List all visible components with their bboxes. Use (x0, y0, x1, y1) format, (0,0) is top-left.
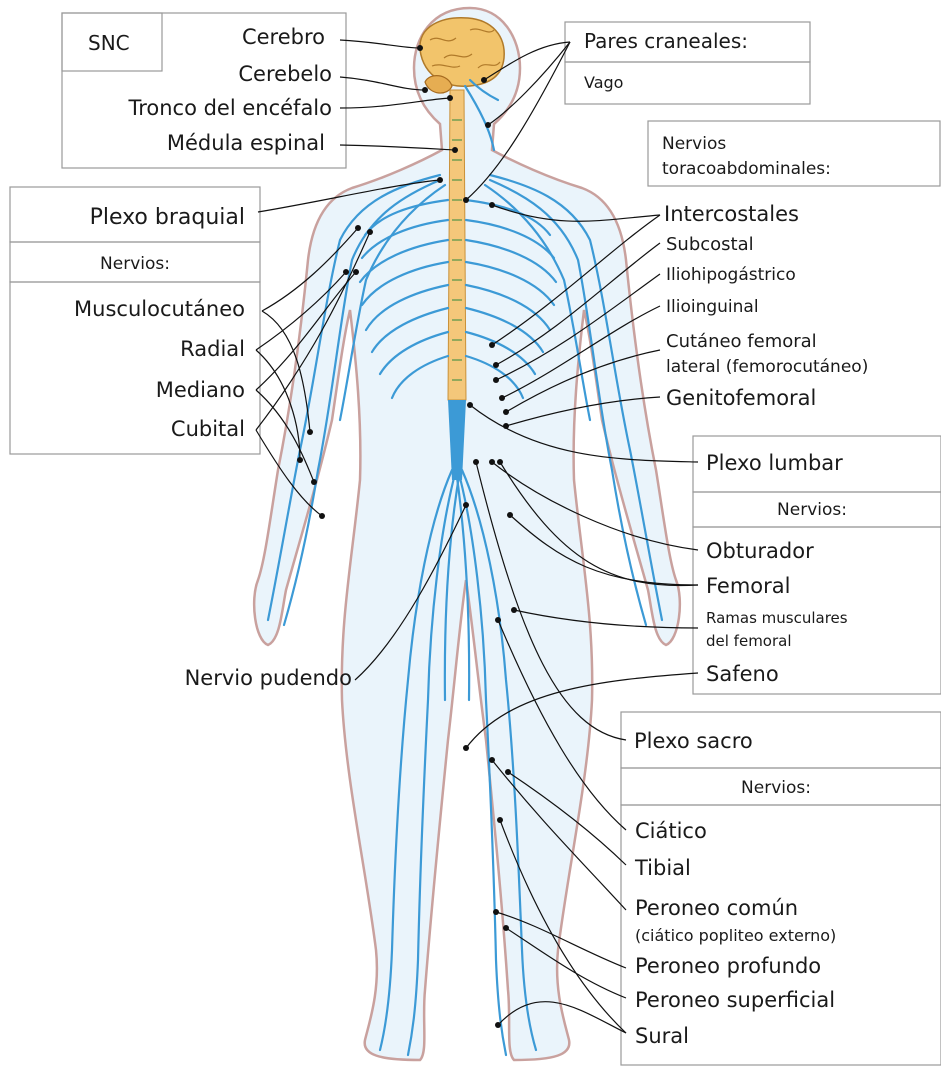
label-medula: Médula espinal (167, 131, 325, 155)
label-nervios-toraco-1: Nervios (662, 134, 726, 154)
label-femoral: Femoral (706, 574, 791, 598)
label-cerebro: Cerebro (242, 25, 325, 49)
label-sural: Sural (635, 1024, 689, 1048)
label-cerebelo: Cerebelo (238, 62, 332, 86)
label-peroneo-comun-1: Peroneo común (635, 896, 798, 920)
label-tibial: Tibial (634, 856, 691, 880)
label-tronco: Tronco del encéfalo (127, 96, 332, 120)
label-peroneo-profundo: Peroneo profundo (635, 954, 821, 978)
label-ilioinguinal: Ilioinguinal (666, 297, 759, 317)
label-radial: Radial (180, 337, 245, 361)
body-figure (254, 8, 680, 1060)
label-peroneo-superficial: Peroneo superficial (635, 988, 835, 1012)
label-plexo-braquial: Plexo braquial (90, 205, 245, 230)
label-cubital: Cubital (171, 417, 245, 441)
label-pares-craneales: Pares craneales: (584, 29, 748, 53)
label-plexo-lumbar: Plexo lumbar (706, 451, 843, 475)
label-plexo-sacro: Plexo sacro (634, 729, 753, 753)
label-snc: SNC (88, 31, 130, 55)
label-mediano: Mediano (156, 378, 245, 402)
label-safeno: Safeno (706, 662, 779, 686)
label-intercostales: Intercostales (664, 202, 799, 226)
label-cutaneo-femoral-1: Cutáneo femoral (666, 331, 817, 352)
label-vago: Vago (584, 73, 623, 92)
label-ciatico: Ciático (635, 819, 707, 843)
label-iliohipogastrico: Iliohipogástrico (666, 265, 796, 285)
label-nervios-toraco-2: toracoabdominales: (662, 159, 831, 179)
label-genitofemoral: Genitofemoral (666, 386, 816, 410)
label-nervios-brazo: Nervios: (100, 254, 170, 274)
label-ramas-2: del femoral (706, 632, 792, 650)
label-subcostal: Subcostal (666, 234, 754, 255)
spinal-cord (448, 90, 466, 400)
label-ramas-1: Ramas musculares (706, 609, 848, 627)
label-cutaneo-femoral-2: lateral (femorocutáneo) (666, 357, 868, 377)
label-nervio-pudendo: Nervio pudendo (185, 666, 352, 690)
label-peroneo-comun-2: (ciático popliteo externo) (635, 926, 836, 945)
body-silhouette (254, 8, 680, 1060)
label-nervios-lumbar: Nervios: (777, 500, 847, 520)
label-obturador: Obturador (706, 539, 814, 563)
label-musculocutaneo: Musculocutáneo (74, 297, 245, 321)
label-nervios-sacro: Nervios: (741, 778, 811, 798)
